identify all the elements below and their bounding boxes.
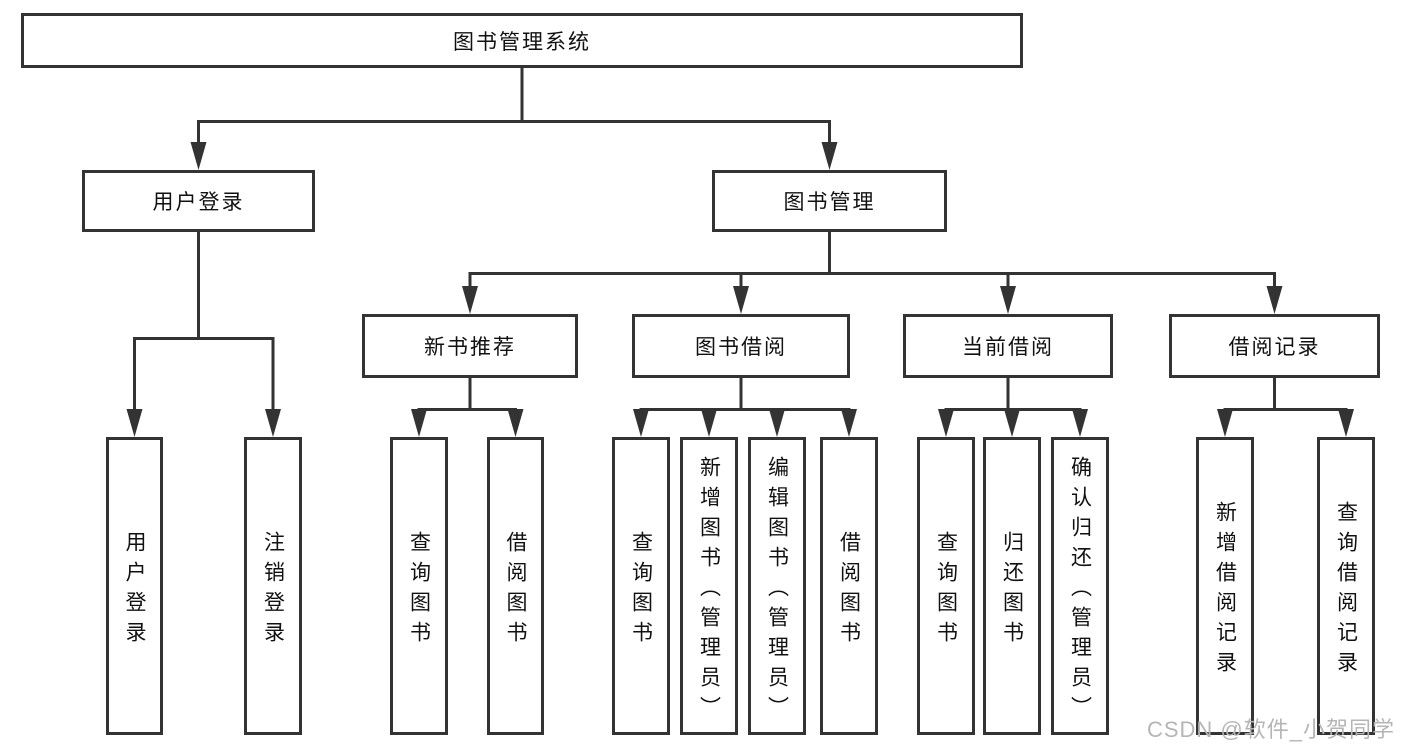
leaf-user-login: 用户登录 — [106, 437, 163, 735]
node-label: 借阅记录 — [1228, 336, 1321, 359]
leaf-add-book-admin: 新增图书（管理员） — [680, 437, 738, 735]
node-library-management-system: 图书管理系统 — [21, 13, 1023, 68]
node-borrowing-records: 借阅记录 — [1169, 314, 1380, 378]
edge-borrow-records-to-leaves — [1223, 378, 1348, 413]
leaf-return-book: 归还图书 — [983, 437, 1041, 735]
node-label: 借阅图书 — [837, 530, 861, 651]
leaf-logout: 注销登录 — [244, 437, 302, 735]
leaf-add-borrow-record: 新增借阅记录 — [1196, 437, 1254, 735]
node-new-book-recommendation: 新书推荐 — [362, 314, 578, 378]
node-label: 新增借阅记录 — [1213, 500, 1237, 681]
edge-current-borrow-to-leaves — [944, 378, 1082, 413]
leaf-query-books-borrowing: 查询图书 — [612, 437, 670, 735]
edge-user-login-to-leaves — [133, 232, 275, 413]
edge-book-borrow-to-leaves — [639, 378, 851, 413]
node-user-login: 用户登录 — [82, 170, 315, 232]
arrowheads-current-borrow-leaves — [938, 409, 1088, 437]
arrowheads-user-login-leaves — [126, 409, 281, 437]
node-book-management: 图书管理 — [712, 170, 947, 232]
node-label: 新书推荐 — [424, 336, 516, 359]
node-label: 图书管理系统 — [453, 30, 591, 54]
node-label: 编辑图书（管理员） — [765, 455, 789, 726]
arrowheads-book-borrow-leaves — [633, 409, 857, 437]
leaf-borrow-books-newbook: 借阅图书 — [487, 437, 544, 735]
edge-book-mgmt-to-level3 — [468, 232, 1276, 290]
arrowheads-new-book-rec-leaves — [411, 409, 524, 437]
leaf-borrow-books-borrowing: 借阅图书 — [820, 437, 878, 735]
node-label: 图书借阅 — [695, 336, 787, 359]
leaf-query-books-current: 查询图书 — [917, 437, 975, 735]
leaf-confirm-return-admin: 确认归还（管理员） — [1051, 437, 1109, 735]
node-book-borrowing: 图书借阅 — [632, 314, 850, 378]
node-label: 确认归还（管理员） — [1068, 455, 1092, 726]
node-label: 归还图书 — [1000, 530, 1024, 651]
node-label: 查询图书 — [934, 530, 958, 651]
arrowheads-level3 — [462, 286, 1283, 314]
edge-new-book-rec-to-leaves — [417, 378, 517, 413]
node-label: 图书管理 — [783, 191, 876, 214]
leaf-query-borrow-record: 查询借阅记录 — [1317, 437, 1375, 735]
node-current-borrowing: 当前借阅 — [903, 314, 1113, 378]
node-label: 用户登录 — [123, 530, 146, 651]
node-label: 用户登录 — [152, 191, 245, 214]
node-label: 注销登录 — [261, 530, 285, 651]
node-label: 查询图书 — [407, 530, 431, 651]
leaf-query-books-newbook: 查询图书 — [390, 437, 448, 735]
node-label: 查询图书 — [629, 530, 653, 651]
node-label: 新增图书（管理员） — [697, 455, 721, 726]
edge-root-to-level2 — [197, 68, 831, 146]
node-label: 借阅图书 — [504, 530, 527, 651]
arrowheads-level2 — [190, 142, 838, 170]
arrowheads-borrow-records-leaves — [1217, 409, 1354, 437]
node-label: 查询借阅记录 — [1334, 500, 1358, 681]
node-label: 当前借阅 — [962, 336, 1054, 359]
csdn-watermark: CSDN @软件_小贺同学 — [1146, 717, 1395, 742]
leaf-edit-book-admin: 编辑图书（管理员） — [748, 437, 806, 735]
